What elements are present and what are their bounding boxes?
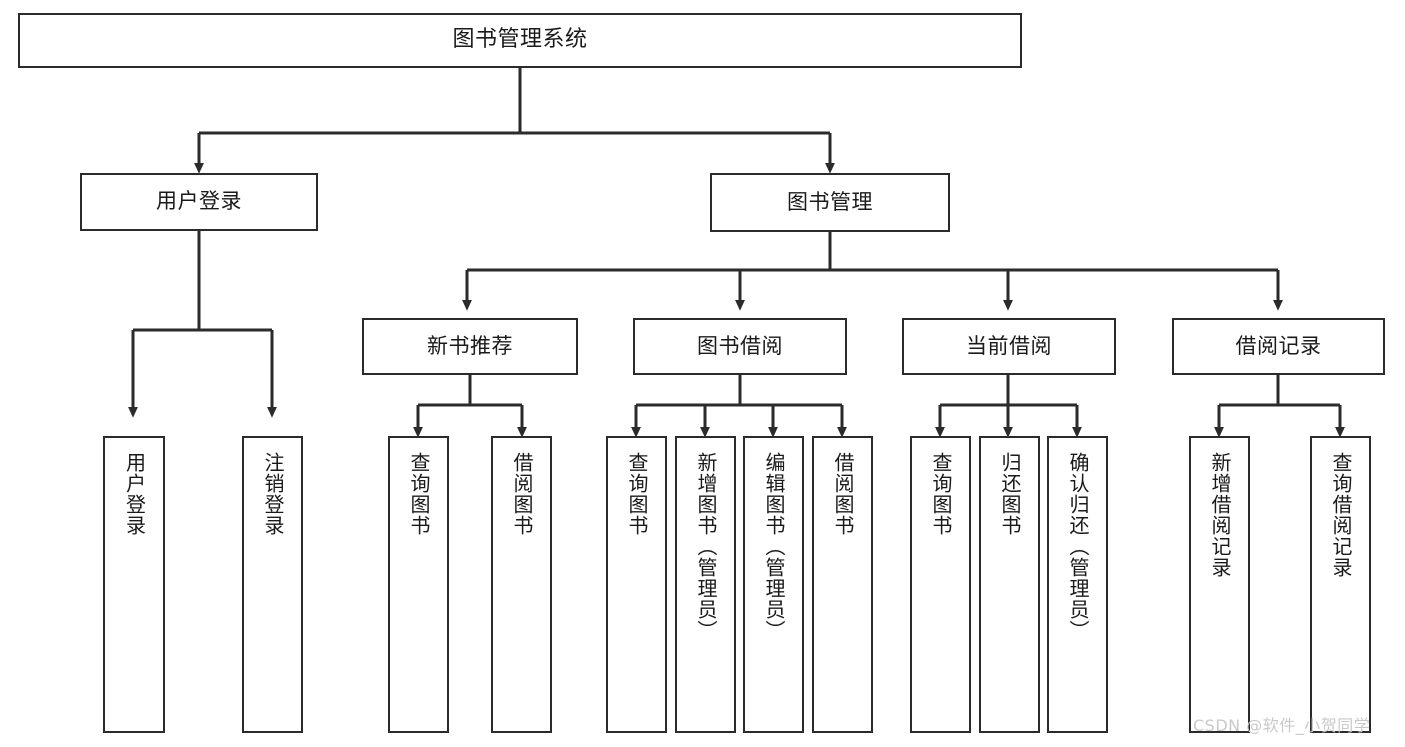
node-label: 查询图书: [625, 452, 649, 536]
node-book-management[interactable]: 图书管理: [710, 173, 950, 232]
node-label: 用户登录: [156, 189, 242, 214]
node-label: 用户登录: [122, 452, 147, 536]
node-label: 图书管理系统: [452, 27, 588, 53]
node-label: 归还图书: [998, 452, 1022, 536]
node-user-login[interactable]: 用户登录: [80, 173, 318, 231]
leaf-new-book-query-book[interactable]: 查询图书: [388, 436, 449, 733]
node-label: 查询图书: [929, 452, 953, 536]
leaf-new-book-borrow-book[interactable]: 借阅图书: [491, 436, 552, 733]
node-label: 图书管理: [787, 189, 873, 214]
node-label: 新书推荐: [427, 333, 513, 358]
leaf-borrow-record-query-record[interactable]: 查询借阅记录: [1310, 436, 1371, 733]
leaf-current-borrow-query-book[interactable]: 查询图书: [910, 436, 971, 733]
node-label: 当前借阅: [966, 333, 1052, 358]
node-new-book-recommend[interactable]: 新书推荐: [362, 318, 578, 375]
node-label: 借阅图书: [510, 452, 534, 536]
leaf-book-borrow-query-book[interactable]: 查询图书: [606, 436, 667, 733]
node-borrow-record[interactable]: 借阅记录: [1172, 318, 1385, 375]
node-label: 确认归还（管理员）: [1066, 452, 1090, 641]
leaf-book-borrow-add-book-admin[interactable]: 新增图书（管理员）: [675, 436, 736, 733]
node-book-borrow[interactable]: 图书借阅: [633, 318, 847, 375]
leaf-user-login-login[interactable]: 用户登录: [103, 436, 165, 733]
leaf-user-login-logout[interactable]: 注销登录: [242, 436, 303, 733]
node-label: 查询借阅记录: [1329, 452, 1353, 578]
node-label: 新增借阅记录: [1208, 452, 1232, 578]
node-root-book-management-system[interactable]: 图书管理系统: [18, 13, 1022, 68]
node-label: 新增图书（管理员）: [694, 452, 718, 641]
leaf-book-borrow-edit-book-admin[interactable]: 编辑图书（管理员）: [743, 436, 804, 733]
node-label: 查询图书: [407, 452, 431, 536]
node-label: 注销登录: [261, 452, 285, 536]
leaf-current-borrow-return-book[interactable]: 归还图书: [979, 436, 1040, 733]
node-label: 借阅图书: [831, 452, 855, 536]
csdn-watermark: CSDN @软件_小贺同学: [1193, 716, 1371, 735]
leaf-book-borrow-borrow-book[interactable]: 借阅图书: [812, 436, 873, 733]
node-label: 图书借阅: [697, 333, 783, 358]
leaf-borrow-record-add-record[interactable]: 新增借阅记录: [1189, 436, 1250, 733]
node-current-borrow[interactable]: 当前借阅: [902, 318, 1116, 375]
node-label: 编辑图书（管理员）: [762, 452, 786, 641]
leaf-current-borrow-confirm-return-admin[interactable]: 确认归还（管理员）: [1047, 436, 1108, 733]
node-label: 借阅记录: [1235, 333, 1322, 358]
